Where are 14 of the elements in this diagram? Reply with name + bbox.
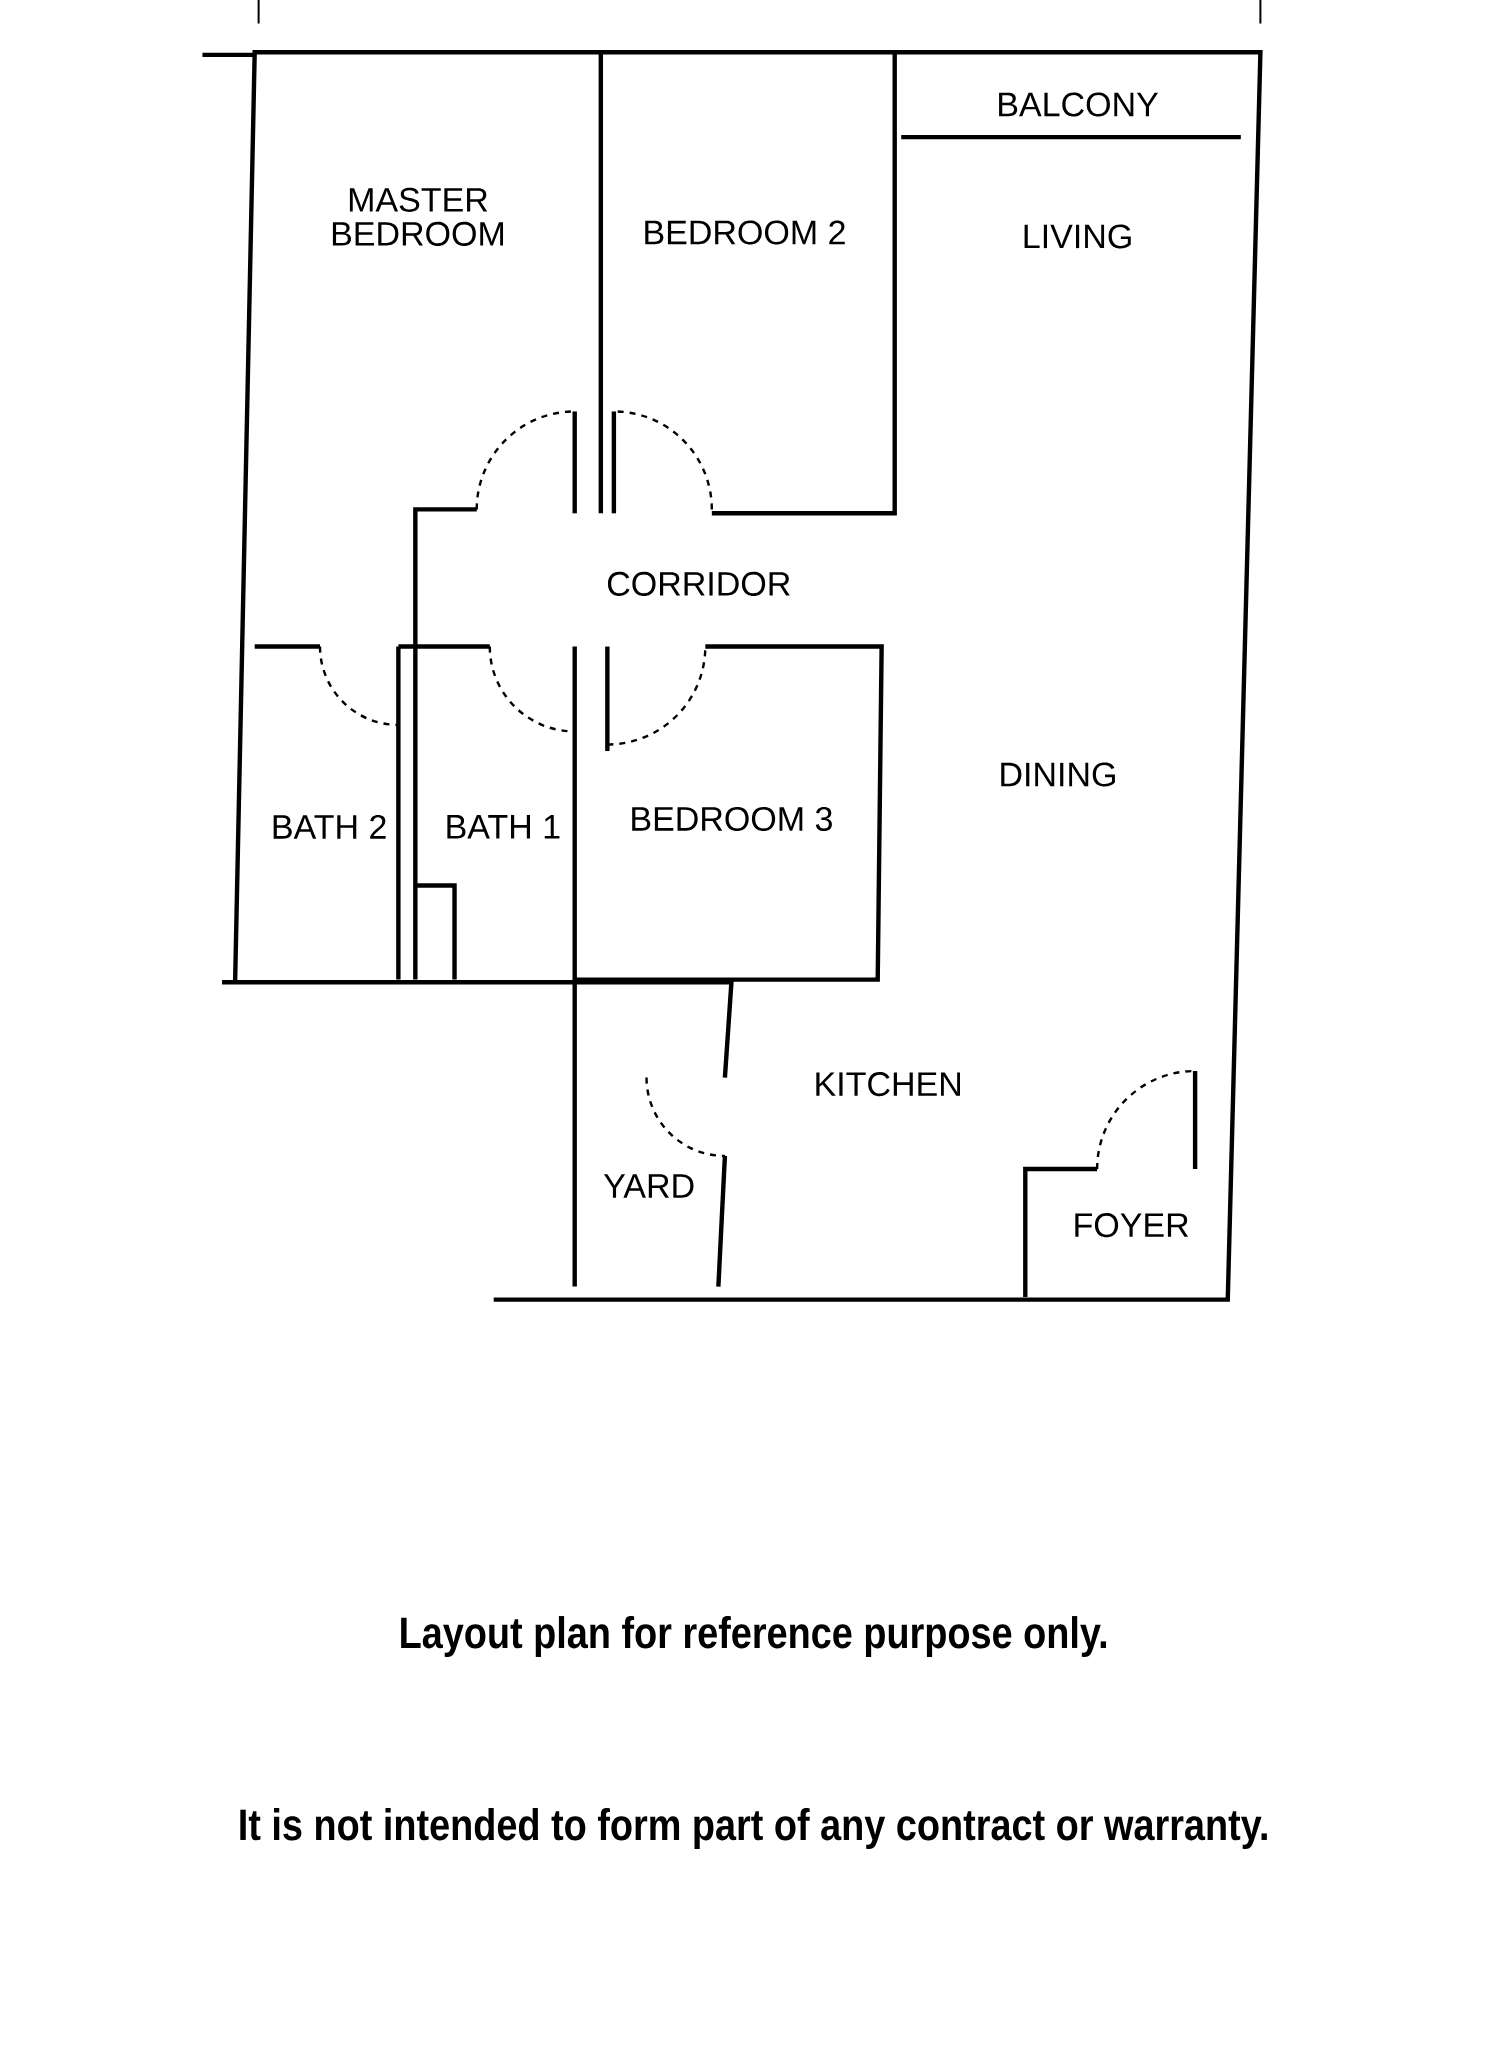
room-label: KITCHEN xyxy=(816,1072,960,1097)
room-label: DINING xyxy=(1001,762,1115,787)
room-label: BATH 2 xyxy=(273,814,386,839)
room-label: MASTER BEDROOM xyxy=(332,187,503,246)
room-label: LIVING xyxy=(1024,224,1131,249)
note-text: Layout plan for reference purpose only. xyxy=(401,1616,1106,1658)
note-text: It is not intended to form part of any contract or warranty. xyxy=(240,1808,1267,1850)
room-label: YARD xyxy=(603,1174,694,1198)
room-label: BALCONY xyxy=(999,92,1158,117)
room-label: BATH 1 xyxy=(447,815,560,839)
room-label: BEDROOM 3 xyxy=(632,806,832,831)
room-label: BEDROOM 2 xyxy=(645,220,845,245)
room-label: CORRIDOR xyxy=(607,571,790,596)
room-label: FOYER xyxy=(1075,1213,1189,1238)
